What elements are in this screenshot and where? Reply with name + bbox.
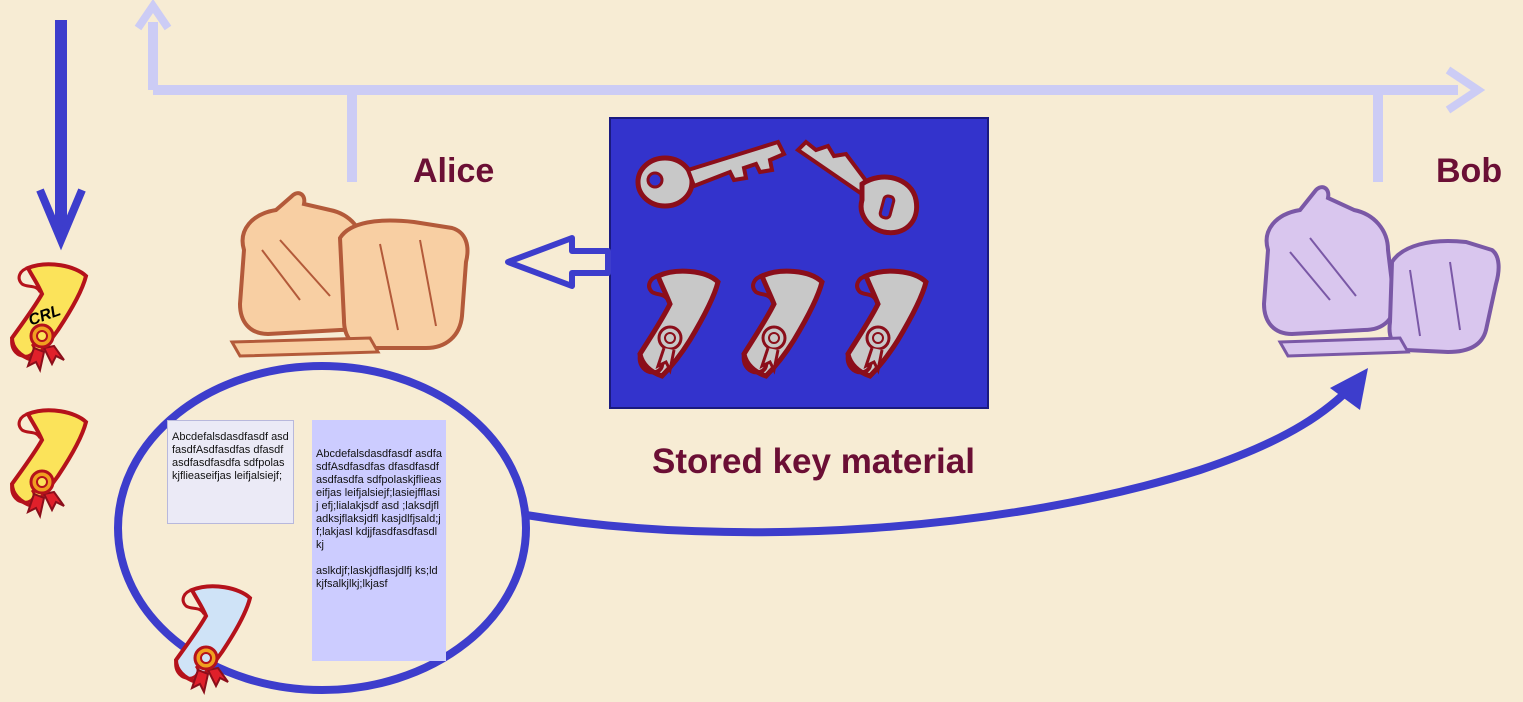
document-note-2: Abcdefalsdasdfasdf asdfasdfAsdfasdfas df… bbox=[312, 420, 446, 661]
stored-key-material-label: Stored key material bbox=[652, 442, 975, 482]
certificate-icon bbox=[12, 410, 86, 516]
bob-label: Bob bbox=[1436, 152, 1502, 191]
document-note-2-para-1: Abcdefalsdasdfasdf asdfasdfAsdfasdfas df… bbox=[316, 448, 442, 552]
key-to-alice-arrow bbox=[508, 238, 608, 286]
key-material-panel bbox=[610, 118, 988, 408]
alice-label: Alice bbox=[413, 152, 494, 191]
crl-down-arrow bbox=[40, 20, 82, 240]
alice-computer-icon bbox=[232, 193, 467, 356]
bob-computer-icon bbox=[1264, 187, 1499, 356]
document-note-2-para-2: aslkdjf;laskjdflasjdlfj ks;ldkjfsalkjlkj… bbox=[316, 565, 442, 591]
document-note-1-text: Abcdefalsdasdfasdf asdfasdfAsdfasdfas df… bbox=[172, 431, 289, 483]
document-note-1: Abcdefalsdasdfasdf asdfasdfAsdfasdfas df… bbox=[167, 420, 294, 524]
